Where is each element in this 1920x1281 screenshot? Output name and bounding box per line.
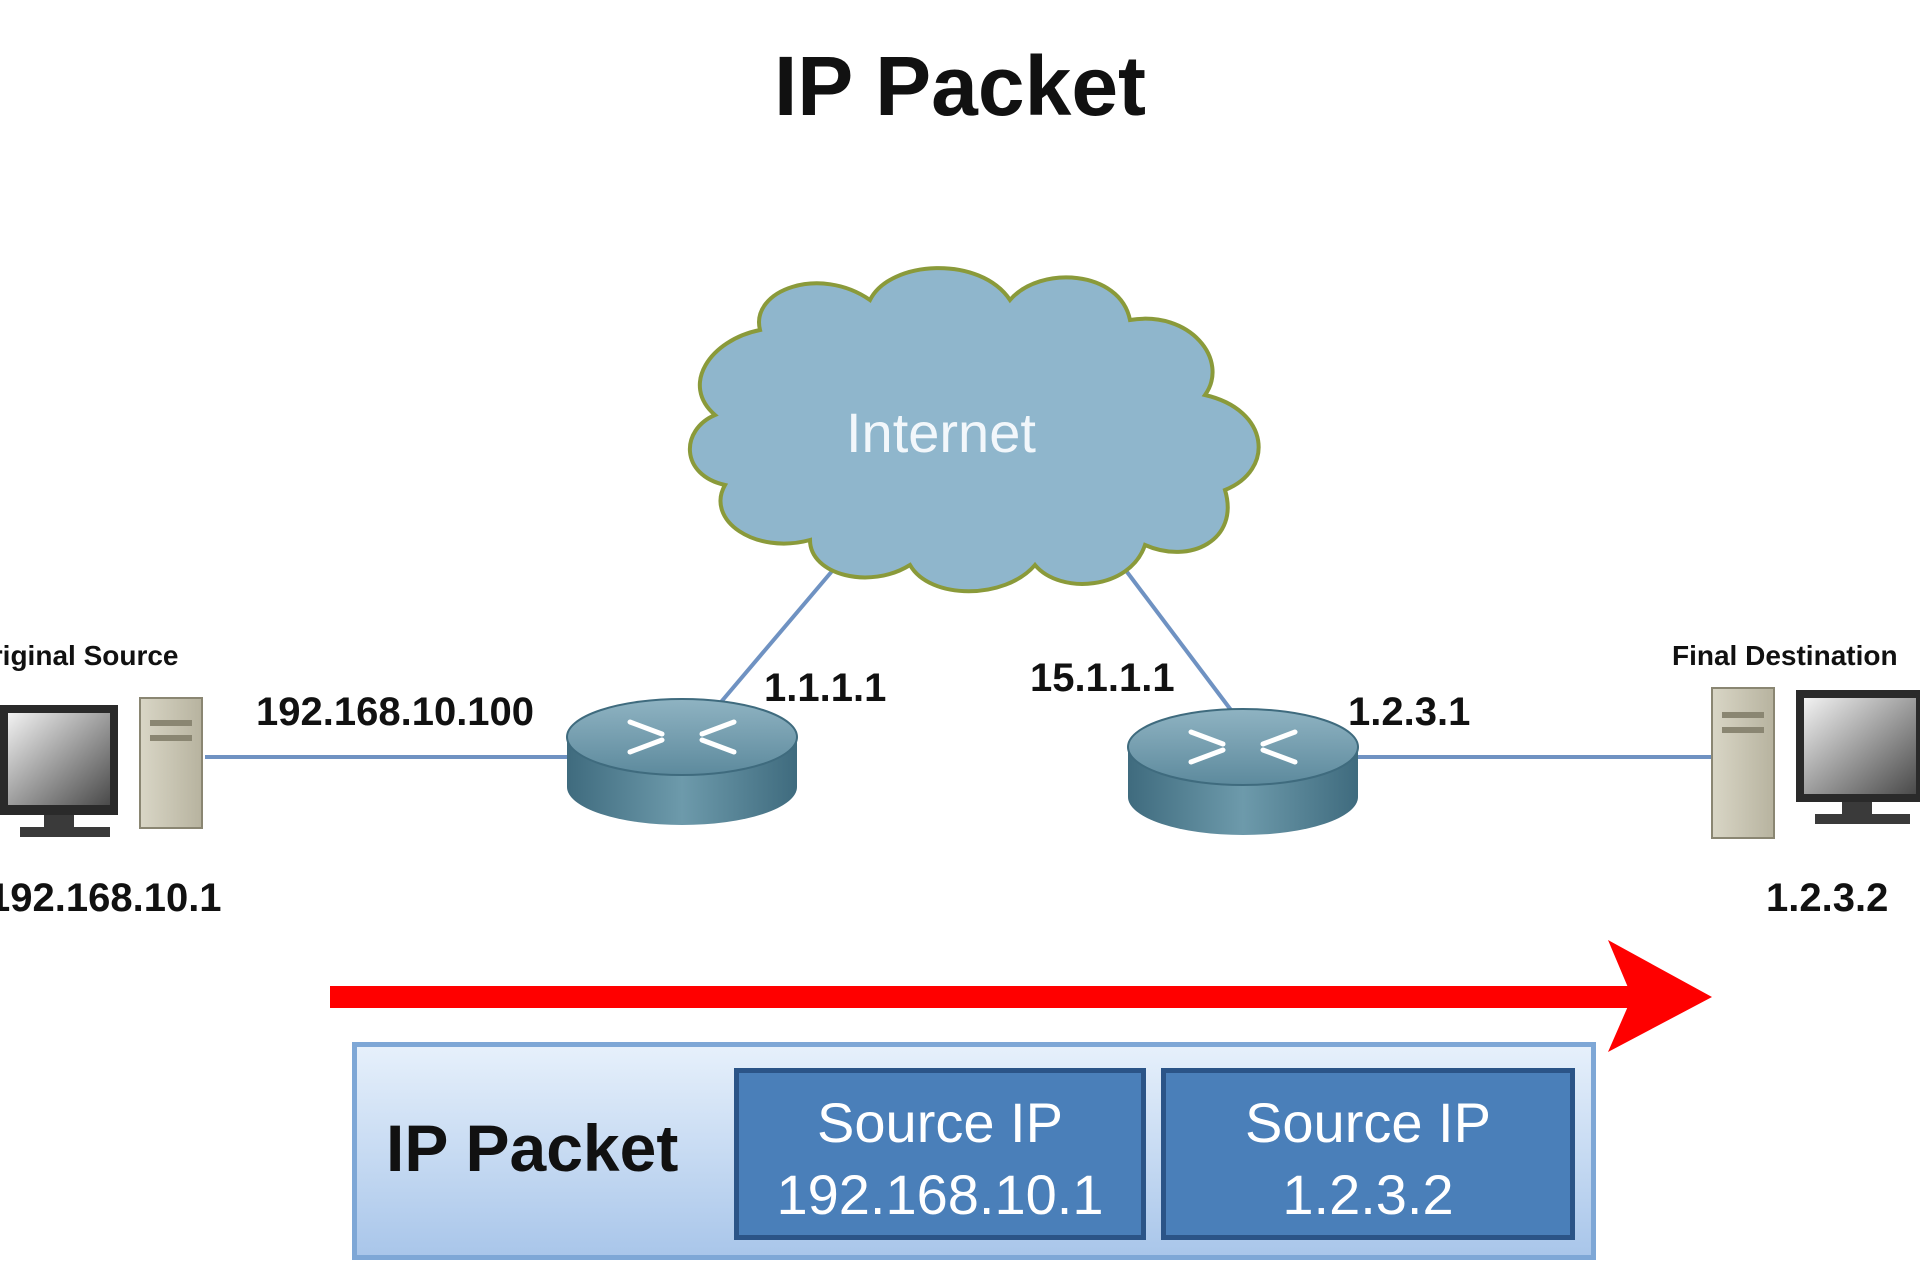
- packet-direction-arrow: [330, 940, 1712, 1052]
- router-left-wan-ip: 1.1.1.1: [764, 666, 887, 710]
- source-host-caption: Original Source: [0, 640, 179, 671]
- packet-field-value: 1.2.3.2: [1282, 1162, 1454, 1226]
- router-right-wan-ip: 15.1.1.1: [1030, 656, 1175, 700]
- source-computer-icon: [0, 697, 203, 837]
- packet-field-name: Source IP: [817, 1091, 1063, 1154]
- cloud-label: Internet: [846, 401, 1036, 464]
- destination-computer-icon: [1711, 687, 1920, 839]
- destination-host-caption: Final Destination: [1672, 640, 1898, 671]
- link-cloud-router-right: [1116, 558, 1242, 724]
- ip-packet-label: IP Packet: [386, 1111, 679, 1185]
- packet-field-destination-ip: Source IP 1.2.3.2: [1161, 1068, 1575, 1240]
- packet-field-source-ip: Source IP 192.168.10.1: [734, 1068, 1146, 1240]
- router-left-lan-ip: 192.168.10.100: [256, 690, 535, 734]
- router-left-icon: [566, 698, 798, 825]
- diagram-title: IP Packet: [773, 39, 1147, 133]
- router-right-lan-ip: 1.2.3.1: [1348, 690, 1471, 734]
- destination-host-ip: 1.2.3.2: [1766, 876, 1889, 920]
- internet-cloud: [688, 266, 1261, 594]
- packet-field-name: Source IP: [1245, 1091, 1491, 1154]
- packet-field-value: 192.168.10.1: [776, 1162, 1104, 1226]
- link-router-left-cloud: [708, 568, 835, 717]
- source-host-ip: 192.168.10.1: [0, 876, 222, 920]
- router-right-icon: [1127, 708, 1359, 835]
